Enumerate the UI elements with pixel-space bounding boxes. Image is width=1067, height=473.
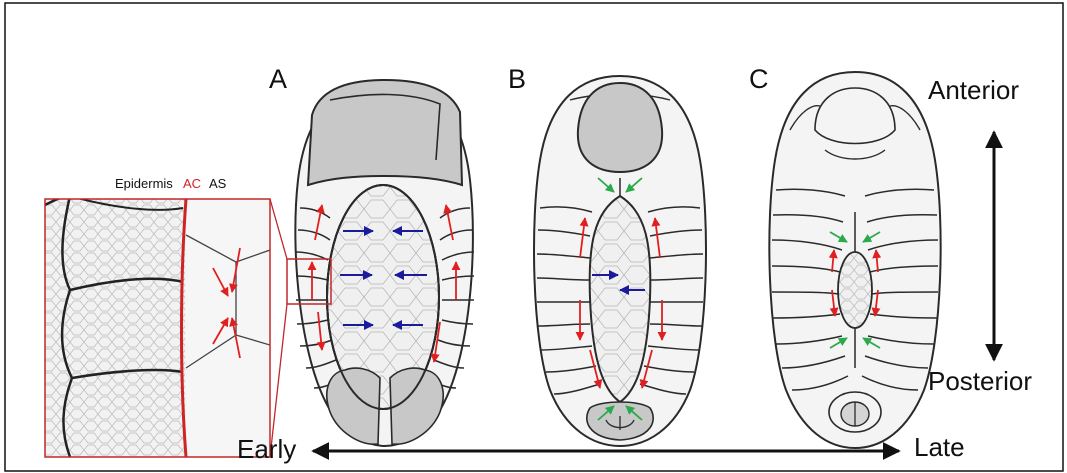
- panel-label-b: B: [508, 66, 526, 93]
- embryo-b-head: [578, 83, 662, 172]
- embryo-b: [534, 76, 706, 446]
- embryo-a: [287, 80, 474, 446]
- axis-label-early: Early: [237, 436, 296, 462]
- inset-label-ac: AC: [183, 177, 201, 190]
- axis-label-posterior: Posterior: [928, 368, 1032, 394]
- panel-label-a: A: [269, 66, 287, 93]
- axis-label-late: Late: [914, 434, 965, 460]
- panel-label-c: C: [749, 66, 769, 93]
- embryo-c: [769, 72, 940, 448]
- inset-label-epidermis: Epidermis: [115, 177, 173, 190]
- inset-zoom: [45, 196, 270, 457]
- inset-label-as: AS: [209, 177, 226, 190]
- axis-label-anterior: Anterior: [928, 77, 1019, 103]
- embryo-a-head: [308, 80, 462, 185]
- embryo-a-posterior-lobe: [390, 368, 443, 444]
- zoom-connector: [270, 199, 287, 259]
